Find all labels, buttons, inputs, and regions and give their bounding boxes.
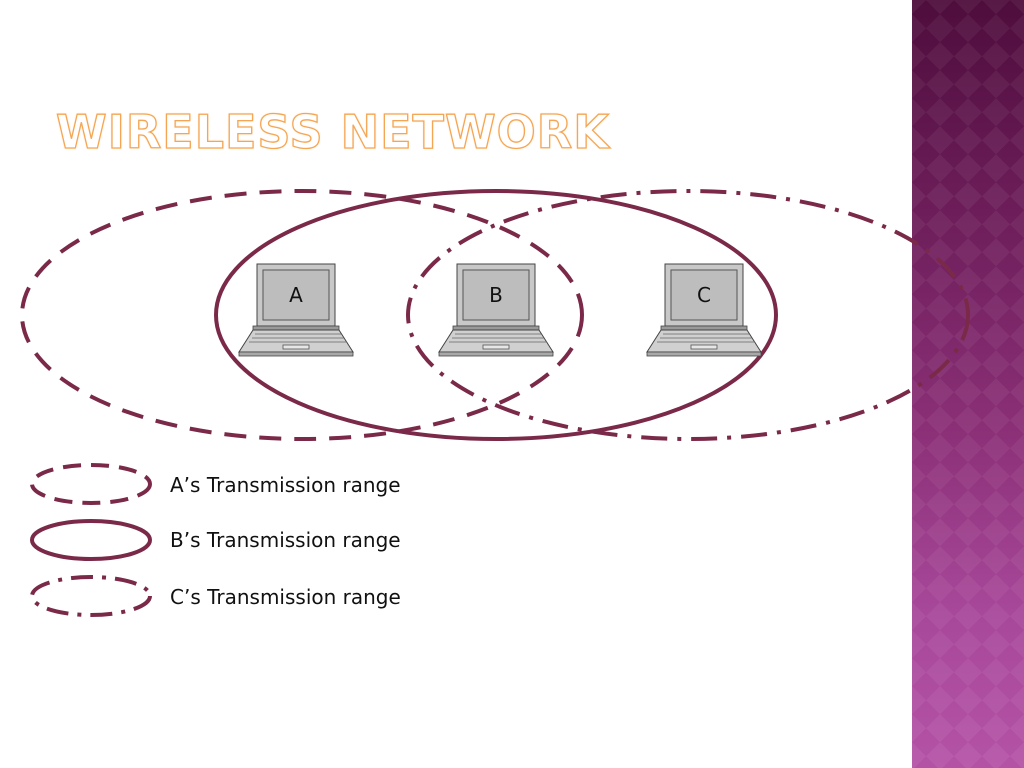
legend-a-label: A’s Transmission range	[170, 473, 401, 497]
laptop-c-icon: C	[646, 263, 762, 357]
range-c-ellipse	[406, 189, 970, 441]
laptop-b-icon: B	[438, 263, 554, 357]
node-a-label: A	[289, 283, 303, 307]
range-b-ellipse	[214, 189, 778, 441]
legend-b-swatch	[30, 519, 152, 561]
node-b-label: B	[489, 283, 503, 307]
diamond-pattern	[912, 0, 1024, 768]
legend-c-label: C’s Transmission range	[170, 585, 401, 609]
legend-c-swatch	[30, 575, 152, 617]
decorative-side-band	[912, 0, 1024, 768]
legend-b-label: B’s Transmission range	[170, 528, 401, 552]
legend-a-swatch	[30, 463, 152, 505]
laptop-a-icon: A	[238, 263, 354, 357]
slide-title: Wireless Network	[55, 104, 610, 159]
range-a-ellipse	[20, 189, 584, 441]
node-c-label: C	[697, 283, 711, 307]
